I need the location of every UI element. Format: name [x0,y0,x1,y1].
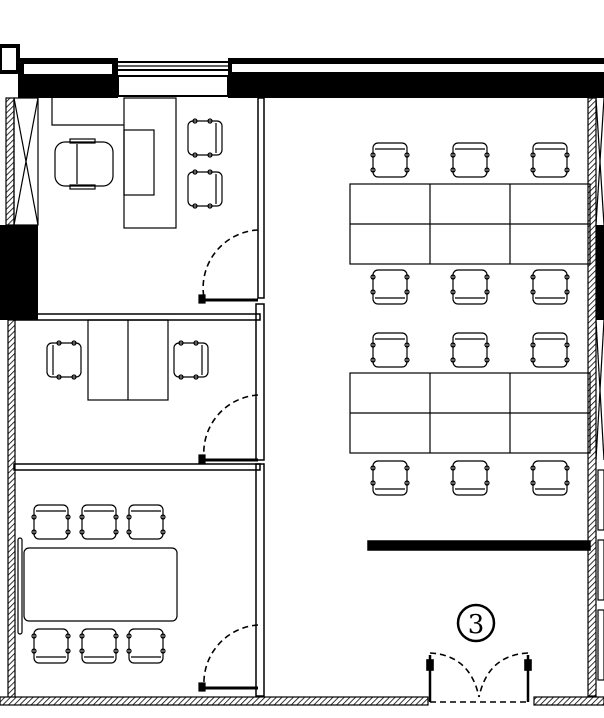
door-meeting-room [198,624,259,692]
chair-icon [370,142,410,178]
chair-icon [187,118,223,158]
chair-icon [173,340,209,380]
exterior-wall-left [7,319,16,699]
executive-desk [51,97,177,229]
door-office-1 [198,229,259,304]
chair-icon [450,269,490,305]
chair-icon [187,169,223,209]
chair-icon [450,142,490,178]
chair-icon [530,269,570,305]
exterior-wall-bottom-left [0,696,429,706]
double-door-entrance [426,652,532,703]
chair-icon [530,460,570,496]
meeting-table [23,547,178,622]
chair-icon [31,628,71,664]
chair-icon [126,628,166,664]
chair-icon [46,340,82,380]
armchair [54,138,114,190]
chair-icon [370,332,410,368]
interior-partitions [13,97,591,697]
door-office-2 [198,394,259,464]
chair-icon [370,460,410,496]
exterior-wall-right [587,97,597,697]
chair-icon [370,269,410,305]
room-tag: 3 [456,603,496,643]
chair-icon [79,628,119,664]
chair-icon [79,504,119,540]
chair-icon [450,460,490,496]
workstation-cluster-1 [349,183,591,265]
chair-icon [126,504,166,540]
chair-icon [530,142,570,178]
room-tag-number: 3 [468,610,485,640]
workstation-cluster-2 [349,372,591,454]
screen [17,537,23,635]
exterior-wall-bottom-right [533,696,604,706]
chair-icon [450,332,490,368]
chair-icon [530,332,570,368]
window-left [5,97,39,226]
office-2-desk [87,319,169,401]
window-right [595,97,604,681]
column-left [0,225,38,320]
exterior-wall-top [0,44,604,98]
chair-icon [31,504,71,540]
